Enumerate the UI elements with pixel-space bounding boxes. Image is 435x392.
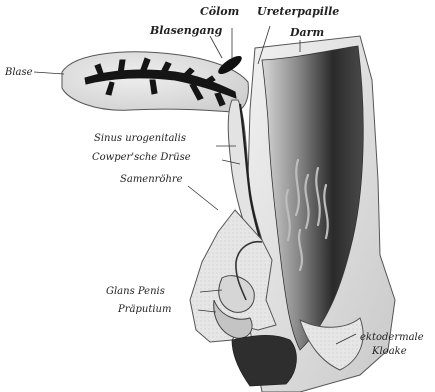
label-cowpersche-druse: Cowper'sche Drüse — [92, 152, 191, 163]
label-samenrohre: Samenröhre — [120, 174, 183, 185]
label-glans-penis: Glans Penis — [106, 286, 165, 297]
label-sinus-urogenitalis: Sinus urogenitalis — [94, 133, 186, 144]
ektodermale-kloake — [232, 335, 296, 386]
label-colom: Cölom — [200, 5, 239, 18]
label-ektodermale: ektodermale — [360, 332, 424, 343]
label-darm: Darm — [289, 26, 324, 39]
label-blase: Blase — [4, 67, 33, 78]
label-kloake: Kloake — [371, 346, 407, 357]
label-blasengang: Blasengang — [149, 24, 223, 37]
label-ureterpapille: Ureterpapille — [257, 5, 339, 18]
label-praputium: Präputium — [117, 304, 171, 315]
